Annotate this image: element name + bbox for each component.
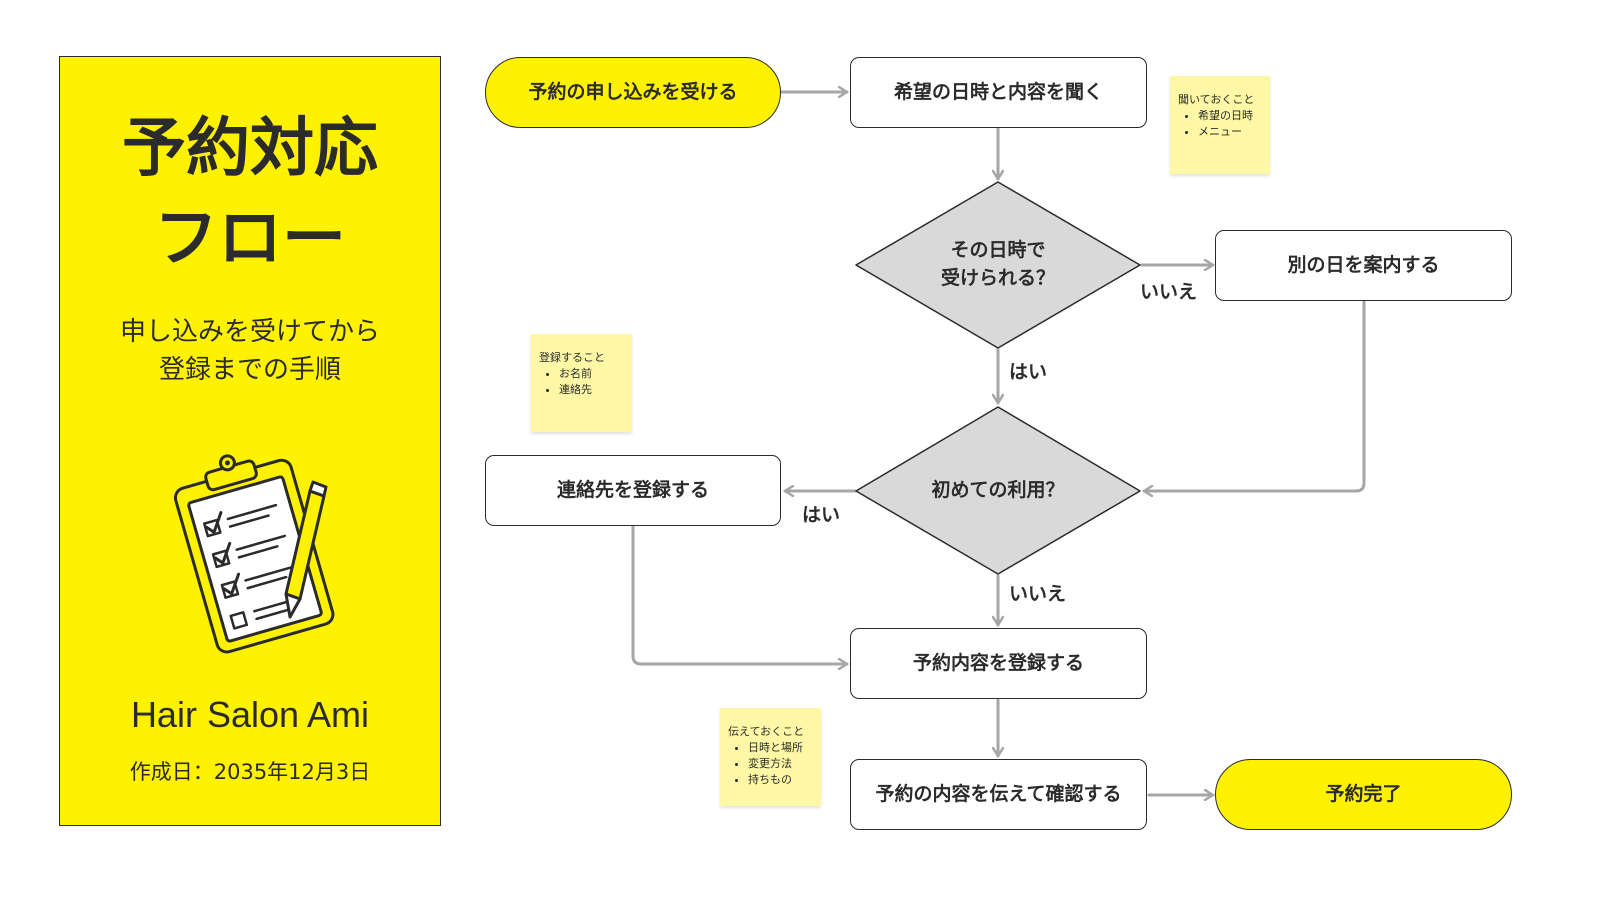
ask-preference-step: 希望の日時と内容を聞く — [850, 57, 1147, 128]
created-date: 作成日：2035年12月3日 — [129, 760, 371, 784]
sticky-note-tell-list: 日時と場所 変更方法 持ちもの — [728, 740, 813, 788]
alternate-day-step: 別の日を案内する — [1215, 230, 1512, 301]
decision-available-shape — [855, 181, 1141, 349]
edge-alternate-to-first — [1142, 300, 1366, 491]
sticky-note-register-title: 登録すること — [539, 351, 605, 364]
ask-preference-label: 希望の日時と内容を聞く — [893, 80, 1103, 103]
decision-available-line2: 受けられる？ — [940, 267, 1055, 289]
end-label: 予約完了 — [1325, 782, 1402, 805]
panel-subtitle-line2: 登録までの手順 — [158, 355, 341, 385]
register-contact-label: 連絡先を登録する — [556, 478, 709, 501]
confirm-step: 予約の内容を伝えて確認する — [850, 759, 1147, 830]
clipboard-checklist-icon — [173, 454, 335, 654]
decision-available-line1: その日時で — [950, 239, 1046, 262]
edge-label-first-yes: はい — [802, 504, 841, 526]
decision-first-time-shape — [855, 406, 1141, 575]
sticky-note-tell-title: 伝えておくこと — [728, 725, 805, 738]
end-terminal: 予約完了 — [1215, 759, 1512, 830]
edge-contact-to-booking — [631, 525, 849, 664]
edge-label-first-no: いいえ — [1009, 583, 1067, 605]
sticky-note-ask-item: メニュー — [1198, 124, 1262, 140]
confirm-label: 予約の内容を伝えて確認する — [875, 782, 1122, 805]
start-label: 予約の申し込みを受ける — [528, 80, 738, 103]
sticky-note-register-item: 連絡先 — [559, 382, 624, 398]
register-contact-step: 連絡先を登録する — [485, 455, 781, 526]
alternate-day-label: 別の日を案内する — [1287, 253, 1440, 276]
panel-title-line2: フロー — [154, 202, 346, 276]
edge-label-available-yes: はい — [1009, 361, 1048, 383]
decision-available: その日時で 受けられる？ — [856, 182, 1140, 348]
sticky-note-tell-item: 日時と場所 — [748, 740, 813, 756]
salon-name: Hair Salon Ami — [130, 694, 370, 735]
panel-subtitle-line1: 申し込みを受けてから — [119, 317, 380, 347]
sticky-note-register: 登録すること お名前 連絡先 — [531, 334, 632, 432]
decision-first-time: 初めての利用？ — [856, 407, 1140, 574]
sticky-note-tell-item: 変更方法 — [748, 756, 813, 772]
sticky-note-register-list: お名前 連絡先 — [539, 366, 624, 398]
register-booking-step: 予約内容を登録する — [850, 628, 1147, 699]
sticky-note-tell: 伝えておくこと 日時と場所 変更方法 持ちもの — [720, 708, 821, 806]
sticky-note-tell-item: 持ちもの — [748, 772, 813, 788]
panel-title-line1: 予約対応 — [122, 112, 378, 186]
edge-label-available-no: いいえ — [1140, 281, 1198, 303]
sticky-note-register-item: お名前 — [559, 366, 624, 382]
register-booking-label: 予約内容を登録する — [912, 651, 1084, 674]
decision-first-time-label: 初めての利用？ — [931, 478, 1065, 501]
sticky-note-ask-list: 希望の日時 メニュー — [1178, 108, 1262, 140]
sticky-note-ask: 聞いておくこと 希望の日時 メニュー — [1170, 76, 1270, 174]
title-panel: 予約対応 フロー 申し込みを受けてから 登録までの手順 — [59, 56, 441, 826]
start-terminal: 予約の申し込みを受ける — [485, 57, 781, 128]
sticky-note-ask-item: 希望の日時 — [1198, 108, 1262, 124]
sticky-note-ask-title: 聞いておくこと — [1178, 93, 1255, 106]
